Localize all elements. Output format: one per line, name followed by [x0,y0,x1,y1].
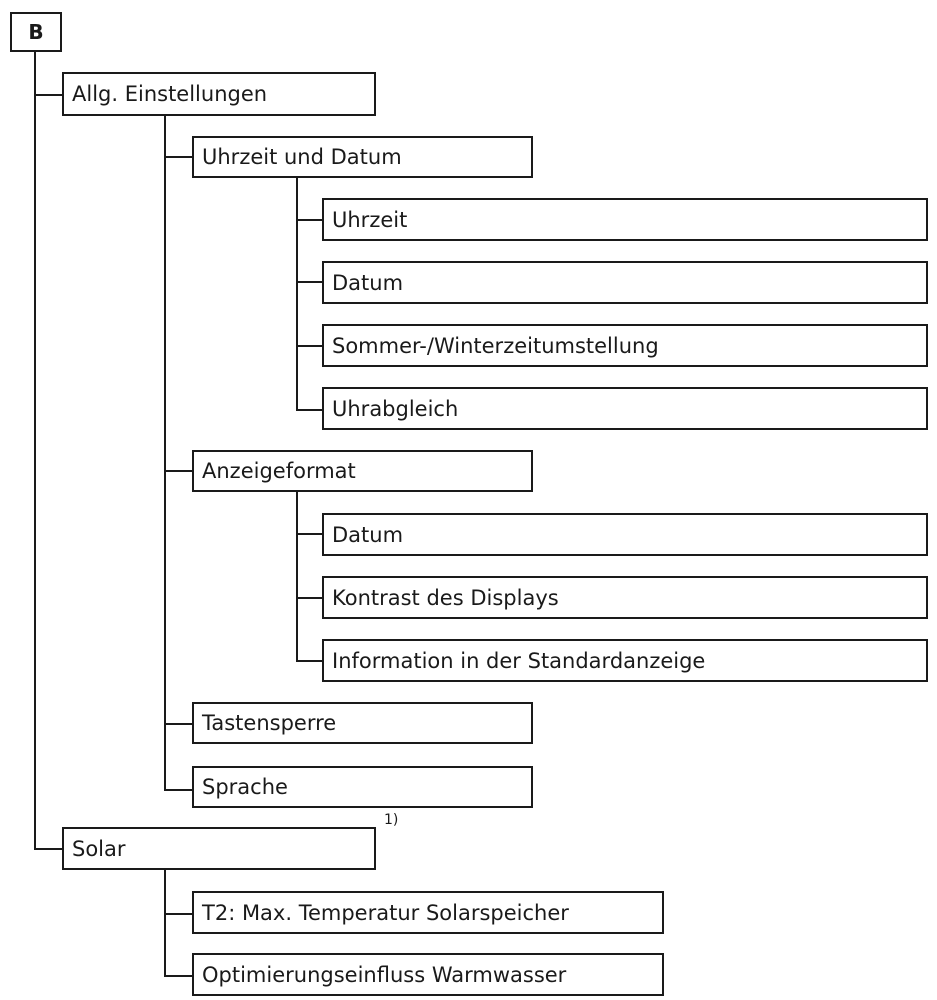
menu-item-contrast[interactable]: Kontrast des Displays [322,576,928,619]
connector-time-date-item-0 [296,219,324,221]
display-format-trunk-line [296,492,298,662]
menu-language-label: Sprache [202,775,288,799]
menu-time-date-label: Uhrzeit und Datum [202,145,402,169]
menu-display-format[interactable]: Anzeigeformat [192,450,533,492]
connector-language [164,789,194,791]
connector-time-date-item-3 [296,409,324,411]
connector-time-date-item-2 [296,345,324,347]
menu-item-label: Datum [332,522,404,547]
connector-display-format [164,470,194,472]
menu-item-standard-info[interactable]: Information in der Standardanzeige [322,639,928,682]
connector-time-date [164,156,194,158]
menu-time-date[interactable]: Uhrzeit und Datum [192,136,533,178]
connector-solar-item-0 [164,913,194,915]
menu-item-optimization-dhw[interactable]: Optimierungseinfluss Warmwasser [192,953,664,996]
menu-item-display-date[interactable]: Datum [322,513,928,556]
connector-general [34,94,64,96]
menu-item-label: Optimierungseinfluss Warmwasser [202,962,567,987]
general-trunk-line [164,116,166,791]
menu-item-label: Sommer-/Winterzeitumstellung [332,333,659,358]
root-trunk-line [34,50,36,850]
menu-key-lock[interactable]: Tastensperre [192,702,533,744]
time-date-trunk-line [296,178,298,411]
menu-item-label: Uhrzeit [332,207,408,232]
connector-solar [34,848,64,850]
menu-key-lock-label: Tastensperre [202,711,337,735]
root-label: B [28,20,44,44]
root-node[interactable]: B [10,12,62,52]
connector-solar-item-1 [164,975,194,977]
menu-general[interactable]: Allg. Einstellungen [62,72,376,116]
connector-display-format-item-0 [296,533,324,535]
menu-item-date[interactable]: Datum [322,261,928,304]
menu-display-format-label: Anzeigeformat [202,459,356,483]
connector-key-lock [164,723,194,725]
menu-solar[interactable]: Solar [62,827,376,870]
connector-display-format-item-1 [296,597,324,599]
menu-item-time[interactable]: Uhrzeit [322,198,928,241]
connector-time-date-item-1 [296,281,324,283]
menu-item-label: Uhrabgleich [332,396,459,421]
menu-solar-label: Solar [72,836,126,861]
menu-item-label: Information in der Standardanzeige [332,648,706,673]
menu-item-dst[interactable]: Sommer-/Winterzeitumstellung [322,324,928,367]
menu-item-label: Datum [332,270,404,295]
solar-footnote: 1) [384,812,399,828]
menu-item-label: Kontrast des Displays [332,585,559,610]
menu-general-label: Allg. Einstellungen [72,82,268,106]
solar-trunk-line [164,870,166,977]
connector-display-format-item-2 [296,660,324,662]
menu-item-label: T2: Max. Temperatur Solarspeicher [202,900,569,925]
menu-item-clock-adjust[interactable]: Uhrabgleich [322,387,928,430]
menu-language[interactable]: Sprache [192,766,533,808]
menu-item-max-temp-solar[interactable]: T2: Max. Temperatur Solarspeicher [192,891,664,934]
